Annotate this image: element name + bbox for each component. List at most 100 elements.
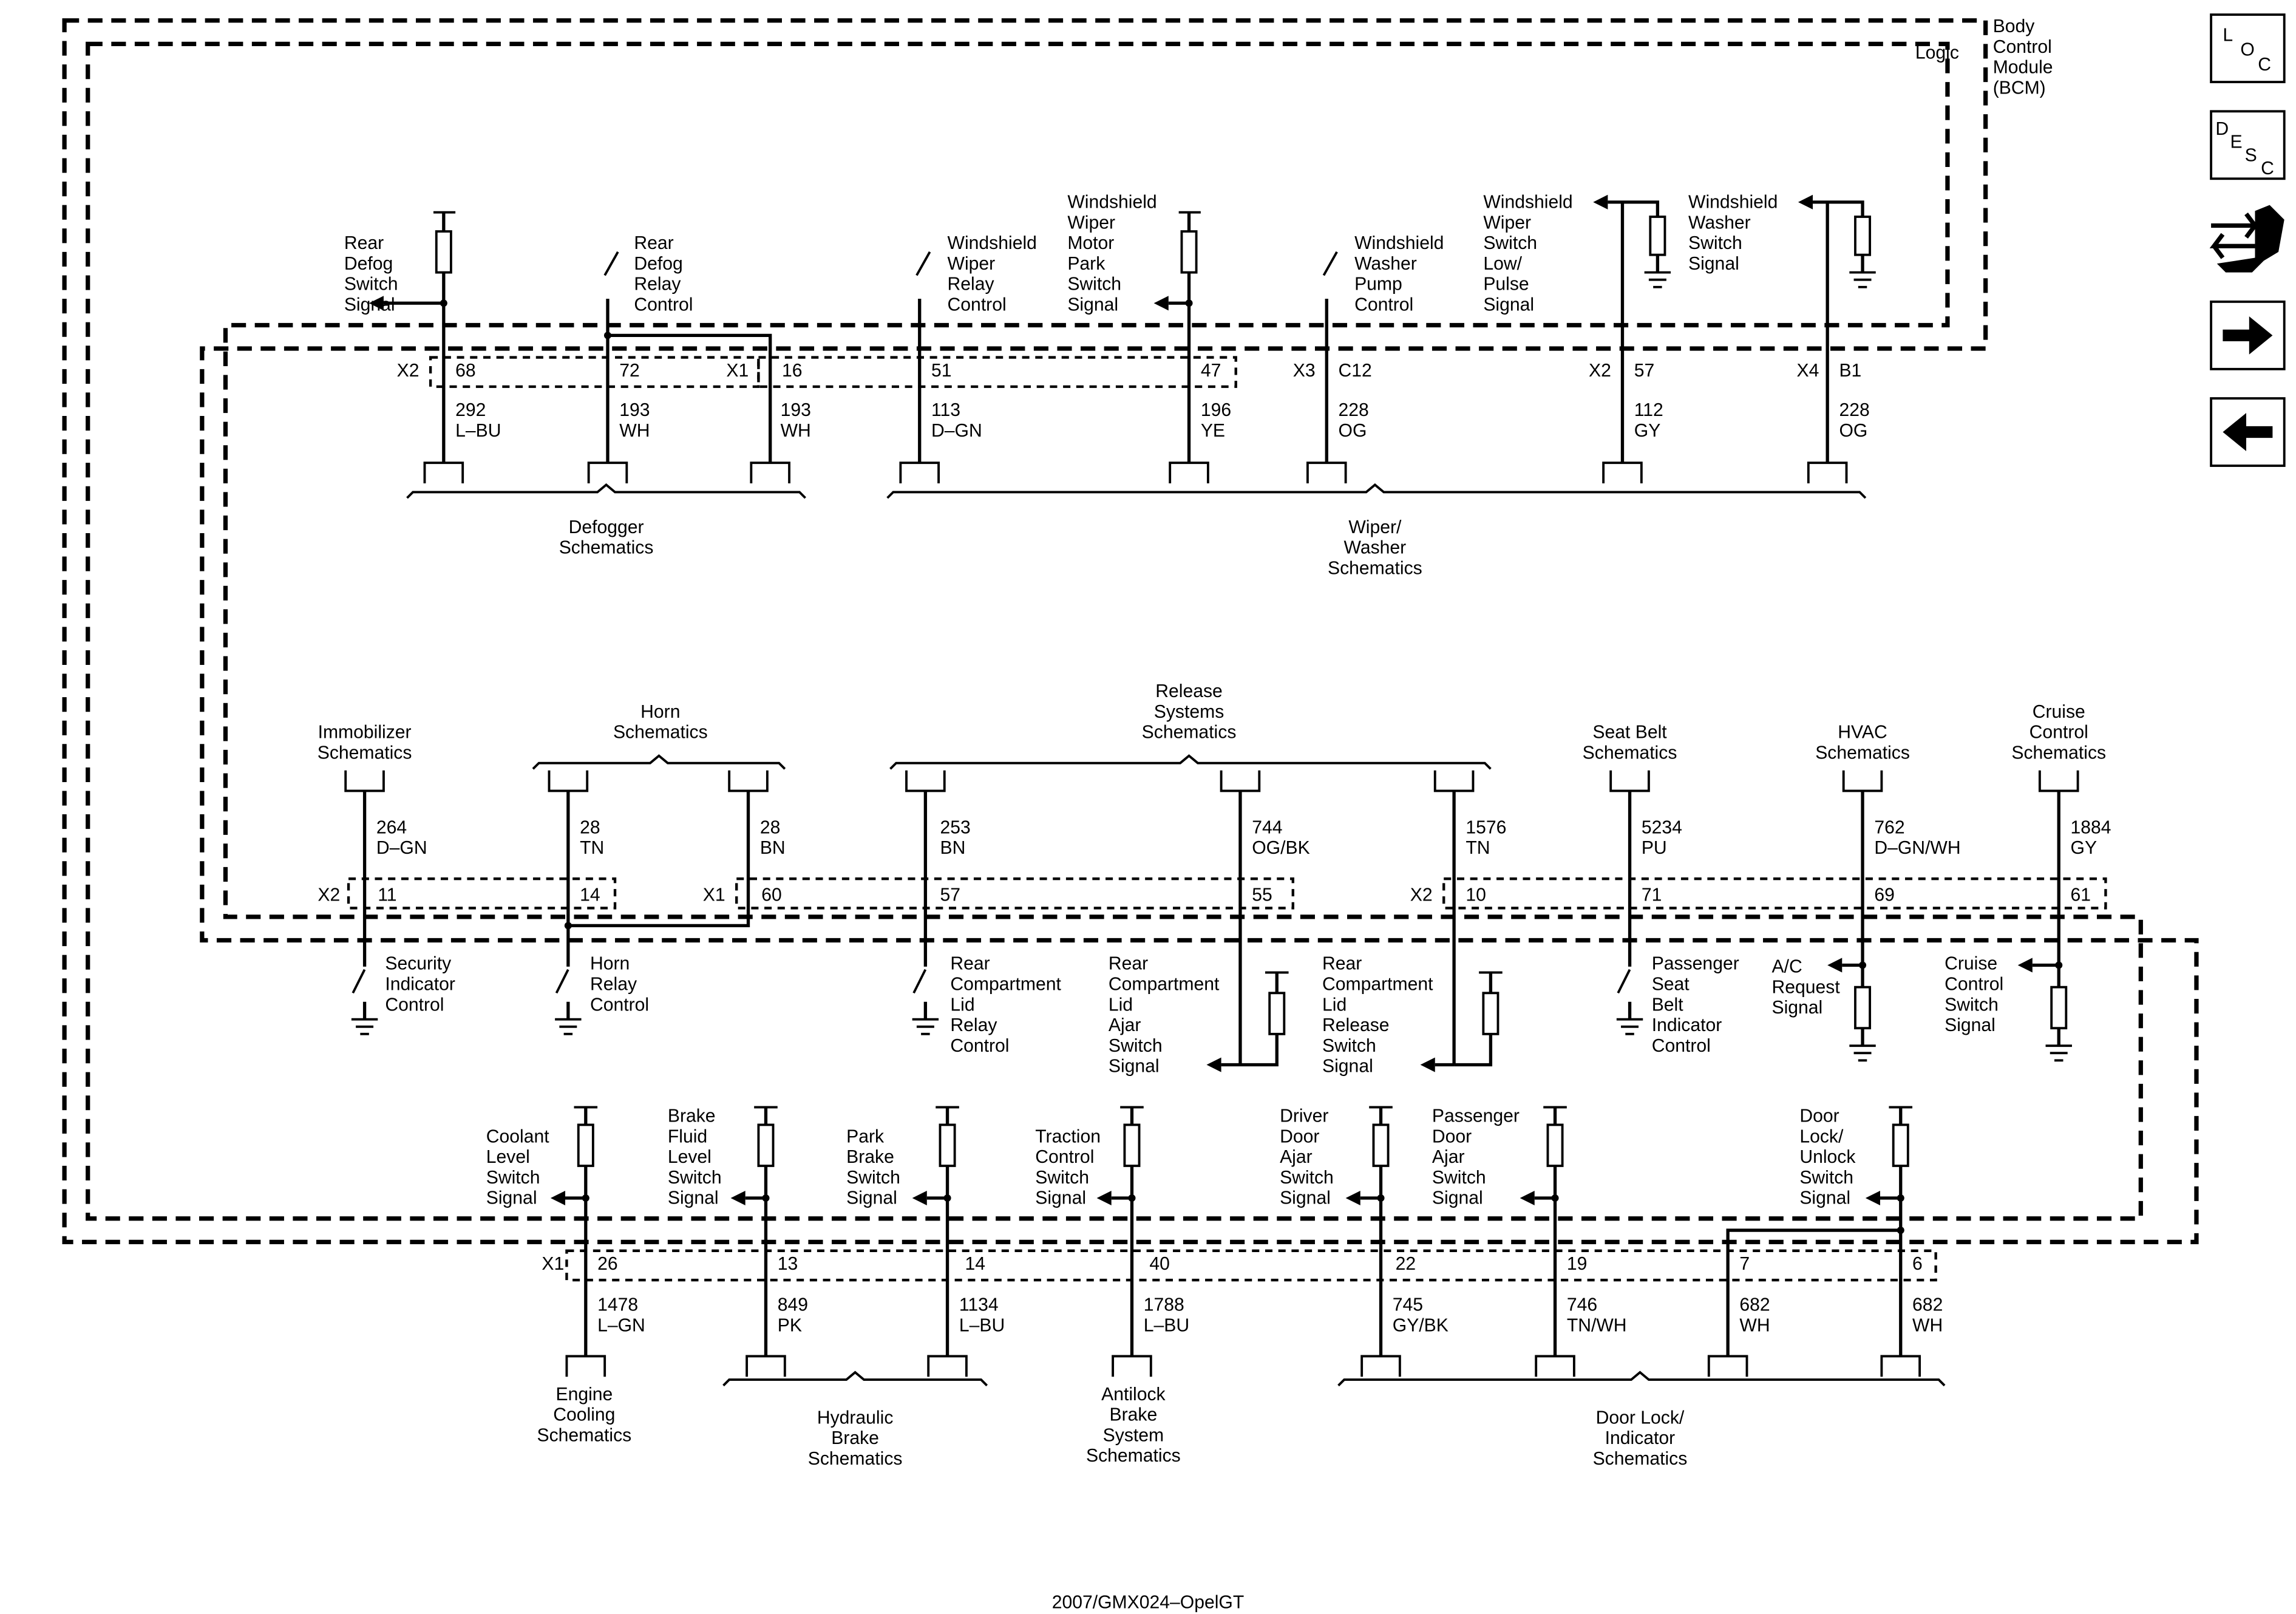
svg-text:72: 72 — [619, 361, 640, 381]
svg-text:Low/: Low/ — [1483, 254, 1522, 274]
svg-text:5234: 5234 — [1642, 817, 1682, 837]
svg-text:Unlock: Unlock — [1799, 1147, 1856, 1167]
svg-text:Cooling: Cooling — [553, 1405, 615, 1425]
svg-text:13: 13 — [778, 1254, 798, 1274]
svg-text:Schematics: Schematics — [1583, 743, 1677, 763]
svg-text:Door: Door — [1432, 1126, 1472, 1146]
bottom-wire-labels: 1478 L–GN 849 PK 1134 L–BU 1788 L–BU 745… — [597, 1295, 1943, 1336]
previous-page-arrow-icon[interactable] — [2210, 397, 2286, 467]
bottom-terminals — [565, 1355, 1921, 1377]
svg-text:113: 113 — [931, 400, 960, 420]
svg-text:7: 7 — [1739, 1254, 1750, 1274]
svg-text:Hydraulic: Hydraulic — [817, 1408, 894, 1428]
svg-text:Schematics: Schematics — [613, 723, 708, 743]
hydraulic-brake-schematics-brace: Hydraulic Brake Schematics — [722, 1371, 988, 1469]
seat-belt-schematics: Seat Belt Schematics — [1583, 723, 1677, 763]
svg-text:10: 10 — [1466, 885, 1486, 905]
svg-text:OG: OG — [1839, 421, 1867, 441]
svg-text:Compartment: Compartment — [950, 974, 1061, 994]
svg-text:Wiper: Wiper — [1067, 213, 1115, 233]
next-page-arrow-icon[interactable] — [2210, 300, 2286, 370]
desc-button[interactable]: D E S C — [2210, 110, 2286, 180]
top-function-labels: Rear Defog Switch Signal Rear Defog Rela… — [344, 192, 1778, 315]
svg-text:1884: 1884 — [2071, 817, 2111, 837]
ac-request-circuit — [1827, 791, 1876, 1062]
logic-label: Logic — [1915, 43, 1959, 63]
svg-text:Signal: Signal — [1432, 1188, 1483, 1208]
svg-text:WH: WH — [619, 421, 650, 441]
svg-text:Control: Control — [1993, 37, 2052, 57]
svg-text:Switch: Switch — [846, 1168, 900, 1188]
svg-text:Immobilizer: Immobilizer — [318, 723, 412, 743]
svg-text:Cruise: Cruise — [2033, 702, 2085, 722]
svg-text:Control: Control — [385, 995, 444, 1015]
svg-text:(BCM): (BCM) — [1993, 78, 2046, 98]
svg-text:GY: GY — [1634, 421, 1661, 441]
svg-text:112: 112 — [1634, 400, 1663, 420]
bottom-connector-box — [565, 1249, 1937, 1282]
rear-lid-relay-circuit — [912, 791, 939, 1035]
svg-text:Release: Release — [1155, 681, 1223, 701]
loc-button[interactable]: L O C — [2210, 13, 2286, 84]
svg-text:Signal: Signal — [1688, 254, 1739, 274]
svg-text:Switch: Switch — [1483, 233, 1537, 253]
svg-text:Switch: Switch — [1322, 1036, 1376, 1056]
svg-text:28: 28 — [580, 817, 600, 837]
svg-text:WH: WH — [1912, 1315, 1943, 1335]
rear-defog-relay-circuit — [587, 251, 790, 483]
svg-text:Fluid: Fluid — [668, 1126, 707, 1146]
connector-end-view-icon[interactable] — [2209, 205, 2284, 273]
svg-text:Park: Park — [846, 1126, 885, 1146]
svg-text:Request: Request — [1772, 977, 1841, 997]
wiper-park-switch-circuit — [1153, 211, 1209, 483]
svg-text:D–GN: D–GN — [376, 838, 427, 858]
svg-text:61: 61 — [2071, 885, 2091, 905]
svg-text:Door: Door — [1280, 1126, 1319, 1146]
svg-text:YE: YE — [1201, 421, 1225, 441]
svg-text:Switch: Switch — [344, 274, 398, 295]
svg-text:Switch: Switch — [1280, 1168, 1334, 1188]
door-lock-schematics-brace: Door Lock/ Indicator Schematics — [1337, 1371, 1946, 1469]
svg-text:WH: WH — [1739, 1315, 1770, 1335]
svg-text:GY/BK: GY/BK — [1393, 1315, 1449, 1335]
svg-text:Signal: Signal — [1483, 295, 1534, 315]
svg-text:Brake: Brake — [831, 1428, 879, 1448]
svg-text:Schematics: Schematics — [808, 1449, 903, 1469]
svg-text:Switch: Switch — [1067, 274, 1121, 295]
svg-text:Control: Control — [950, 1036, 1009, 1056]
svg-text:PU: PU — [1642, 838, 1667, 858]
svg-text:193: 193 — [781, 400, 811, 420]
antilock-brake-schematics: Antilock Brake System Schematics — [1086, 1384, 1181, 1466]
svg-text:Washer: Washer — [1354, 254, 1417, 274]
svg-text:Windshield: Windshield — [948, 233, 1037, 253]
svg-text:Control: Control — [1354, 295, 1413, 315]
svg-text:Switch: Switch — [1944, 995, 1999, 1015]
svg-text:Security: Security — [385, 954, 451, 974]
svg-text:Indicator: Indicator — [1605, 1428, 1676, 1448]
engine-cooling-schematics: Engine Cooling Schematics — [537, 1384, 632, 1446]
svg-text:253: 253 — [940, 817, 970, 837]
svg-text:Schematics: Schematics — [1328, 558, 1422, 578]
svg-text:L–GN: L–GN — [597, 1315, 645, 1335]
svg-text:Release: Release — [1322, 1015, 1390, 1035]
svg-text:Switch: Switch — [1035, 1168, 1089, 1188]
svg-text:69: 69 — [1874, 885, 1895, 905]
svg-text:Switch: Switch — [1799, 1168, 1853, 1188]
svg-text:System: System — [1103, 1425, 1164, 1445]
svg-text:C: C — [2261, 158, 2274, 179]
svg-text:Signal: Signal — [846, 1188, 897, 1208]
svg-text:Schematics: Schematics — [2011, 743, 2106, 763]
svg-text:L–BU: L–BU — [1144, 1315, 1189, 1335]
svg-text:22: 22 — [1396, 1254, 1416, 1274]
svg-text:Signal: Signal — [1109, 1057, 1160, 1077]
svg-text:Compartment: Compartment — [1322, 974, 1433, 994]
svg-text:745: 745 — [1393, 1295, 1423, 1315]
svg-text:28: 28 — [760, 817, 781, 837]
svg-text:47: 47 — [1201, 361, 1221, 381]
top-connector-boxes — [429, 356, 1237, 388]
svg-text:Brake: Brake — [846, 1147, 894, 1167]
svg-text:Windshield: Windshield — [1688, 192, 1778, 213]
svg-text:Driver: Driver — [1280, 1106, 1328, 1126]
rear-lid-ajar-circuit — [1206, 791, 1289, 1072]
svg-text:Seat Belt: Seat Belt — [1592, 723, 1667, 743]
